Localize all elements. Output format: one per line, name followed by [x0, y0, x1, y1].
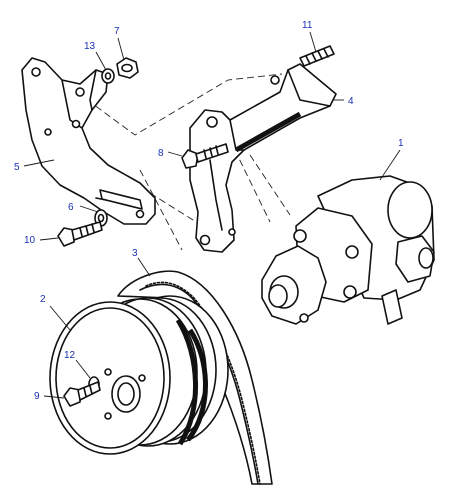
callout-1: 1: [398, 138, 404, 149]
stud-part-11: [299, 45, 335, 67]
bolt-part-8: [181, 143, 229, 169]
callout-2: 2: [40, 294, 46, 305]
nut-part-7: [116, 57, 139, 79]
pump-part-1: [261, 175, 435, 325]
support-bracket-part-4: [189, 63, 337, 253]
callout-9: 9: [34, 391, 40, 402]
callout-6: 6: [68, 202, 74, 213]
bolt-part-10: [57, 221, 103, 247]
callout-11: 11: [302, 20, 313, 31]
callout-12: 12: [64, 350, 76, 361]
callout-13: 13: [84, 41, 96, 52]
callout-8: 8: [158, 148, 164, 159]
callout-5: 5: [14, 162, 20, 173]
leader-lines: [23, 31, 401, 399]
callout-7: 7: [114, 26, 120, 37]
callout-10: 10: [24, 235, 36, 246]
mounting-bracket-part-5: [21, 57, 156, 225]
bolt-part-9: [63, 381, 101, 407]
pulley-part-2: [49, 295, 229, 455]
washer-part-13: [101, 68, 115, 84]
callout-labels: 7 13 11 4 1 5 8 6 10 3 2 12 9: [14, 20, 404, 402]
callout-4: 4: [348, 96, 354, 107]
callout-3: 3: [132, 248, 138, 259]
